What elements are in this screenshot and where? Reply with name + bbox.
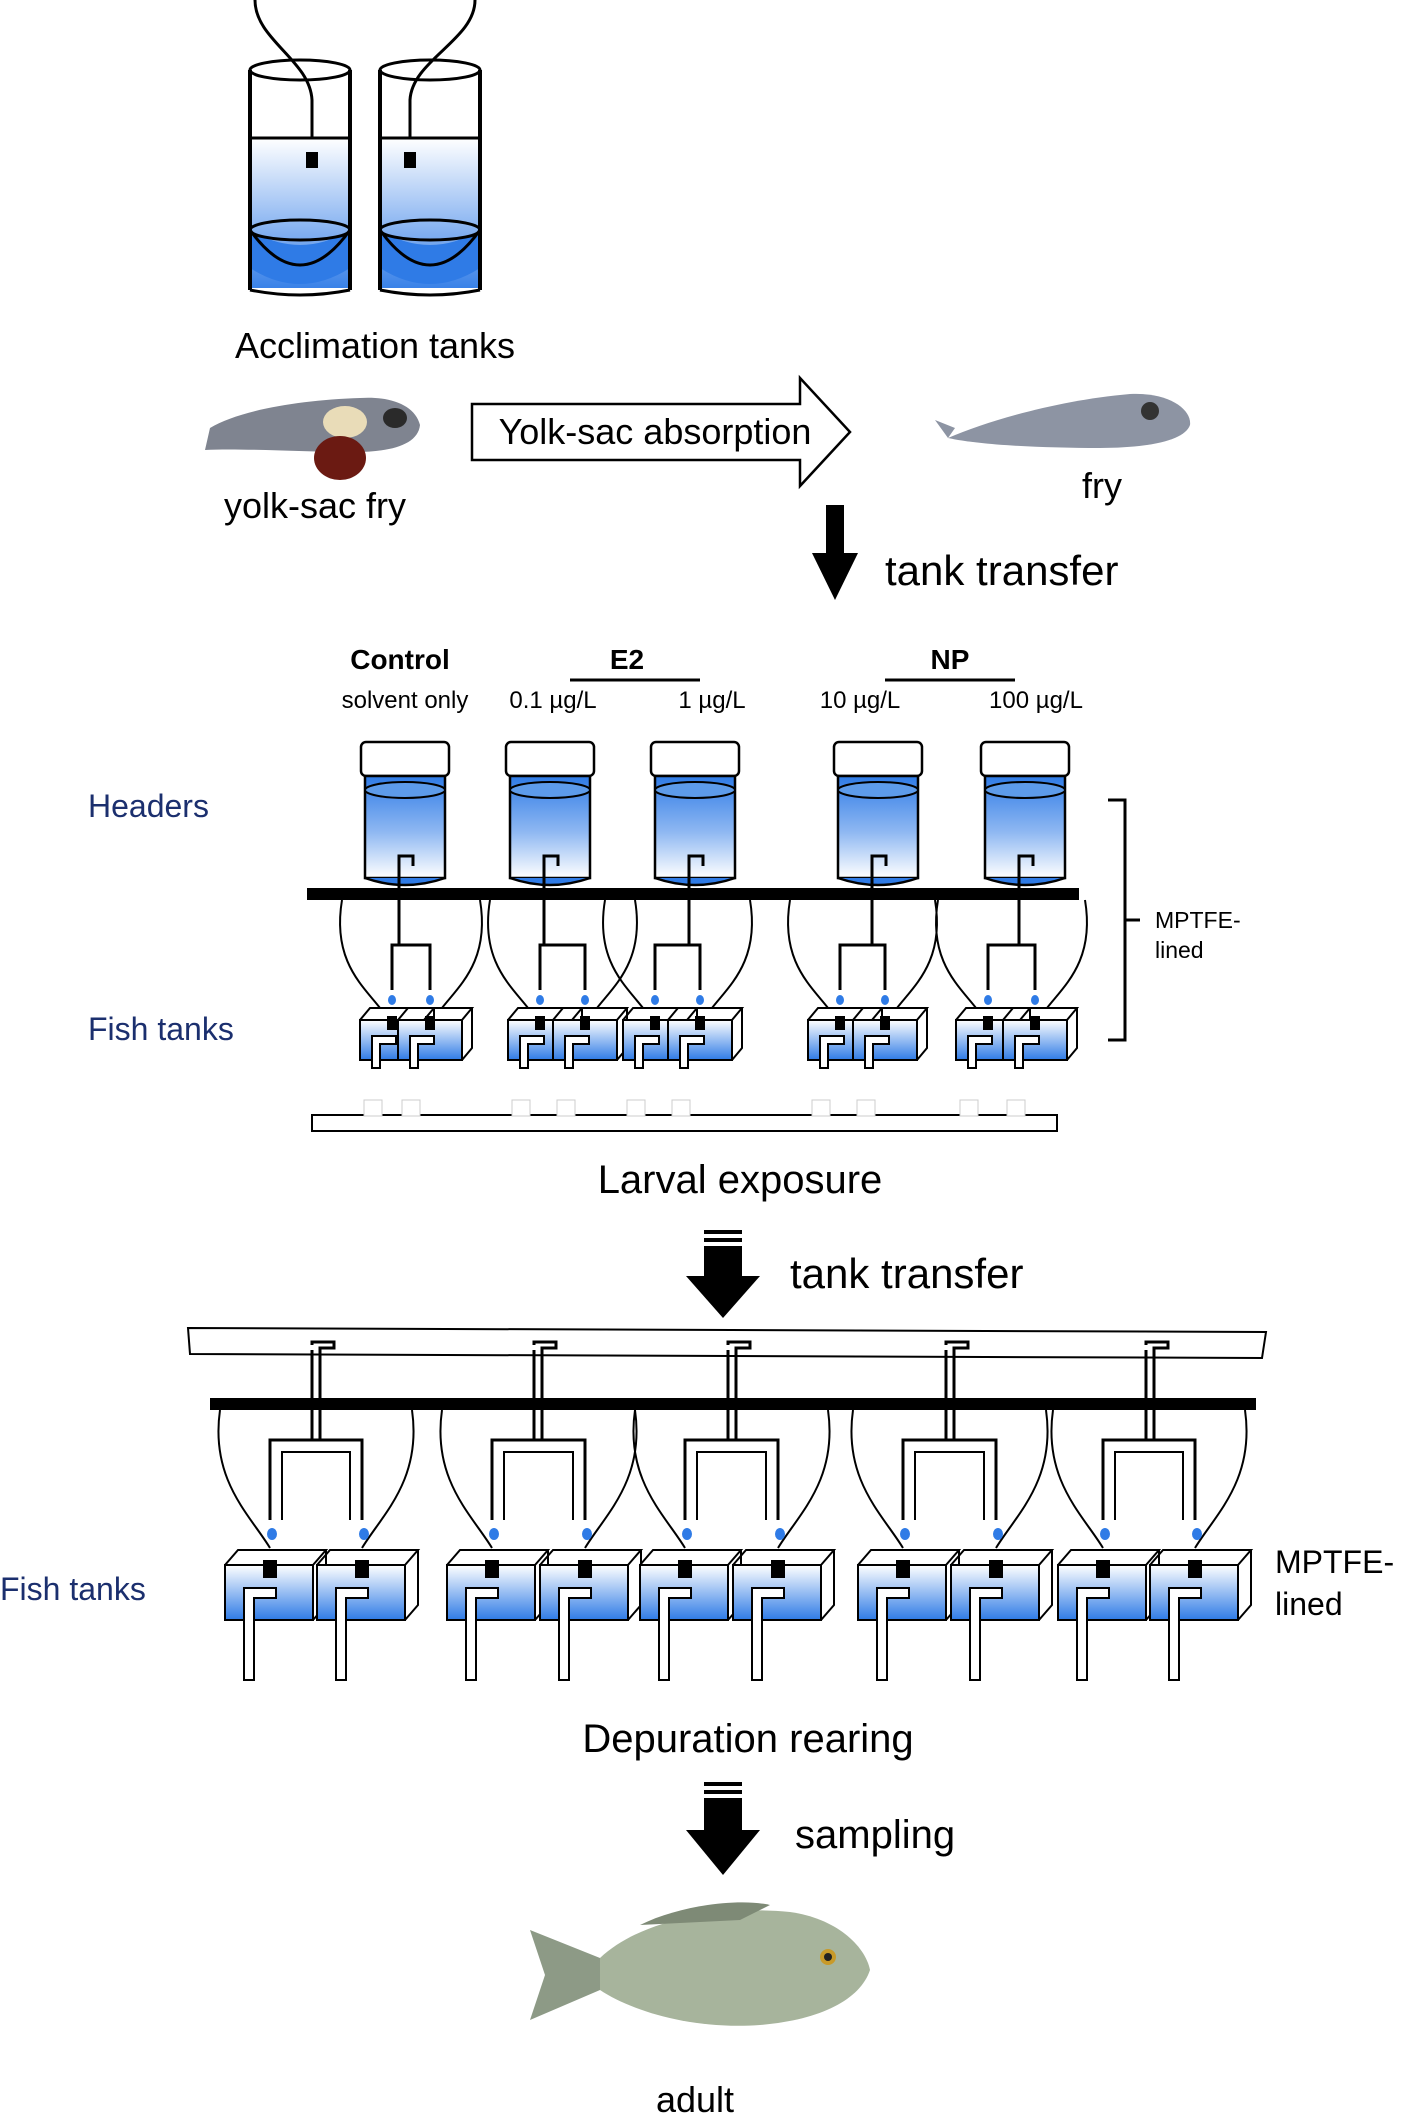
group-np-name: NP [931,644,970,675]
dose-control: solvent only [342,687,469,714]
depuration-support-bar [210,1398,1256,1410]
header-bottles [359,740,1071,930]
exposure-drain-trough [311,1114,1058,1132]
header-bottle [649,740,741,930]
yolk-sac-absorption-arrow [470,374,852,490]
dose-e2-low: 0.1 µg/L [509,687,596,714]
yolk-sac-label: yolk-sac fry [224,485,406,526]
mptfe-label-1b: lined [1155,937,1204,963]
adult-fish-image [530,1902,870,2026]
depuration-tanks [217,1340,1254,1681]
exposure-support-bar [307,888,1079,900]
depuration-tank-pair [217,1340,421,1681]
dose-e2-high: 1 µg/L [678,687,745,714]
depuration-caption: Depuration rearing [582,1717,913,1761]
acclimation-tanks [248,0,482,297]
transfer-label-2: tank transfer [790,1250,1023,1297]
group-control-name: Control [350,644,450,675]
headers-label: Headers [88,788,209,824]
mptfe-label-2a: MPTFE- [1275,1544,1394,1580]
exposure-tank-pair [602,899,753,1117]
transfer-arrow-2 [686,1230,760,1318]
absorption-label: Yolk-sac absorption [499,411,812,452]
acclimation-label: Acclimation tanks [235,325,515,366]
header-bottle [359,740,451,930]
depuration-tank-pair [439,1340,644,1681]
header-bottle [832,740,924,930]
sampling-arrow [686,1782,760,1875]
transfer-label-1: tank transfer [885,547,1118,594]
adult-label: adult [656,2079,734,2115]
mptfe-label-2b: lined [1275,1586,1343,1622]
larval-exposure-caption: Larval exposure [598,1158,883,1202]
header-bottle [504,740,596,930]
depuration-tank-pair [1050,1340,1254,1681]
exposure-tank-pair [339,899,483,1117]
depuration-tank-pair [632,1340,837,1681]
fry-image [935,393,1191,448]
transfer-arrow-1 [812,505,858,600]
dose-np-low: 10 µg/L [820,687,901,714]
fish-tanks-label-2: Fish tanks [0,1571,146,1607]
fry-label: fry [1082,465,1122,506]
depuration-tank-pair [850,1340,1055,1681]
exposure-tank-pair [935,899,1088,1117]
exposure-tank-pair [787,899,938,1117]
yolk-sac-fry-image [205,397,420,480]
exposure-tank-pair [487,899,638,1117]
sampling-label: sampling [795,1813,955,1857]
mptfe-label-1a: MPTFE- [1155,907,1241,933]
header-bottle [979,740,1071,930]
dose-np-high: 100 µg/L [989,687,1083,714]
fish-tanks-label-1: Fish tanks [88,1011,234,1047]
exposure-tanks [339,899,1088,1117]
group-e2-name: E2 [610,644,644,675]
treatment-headings: Control solvent only E2 0.1 µg/L 1 µg/L … [342,644,1083,714]
mptfe-bracket-1 [1108,798,1140,1042]
